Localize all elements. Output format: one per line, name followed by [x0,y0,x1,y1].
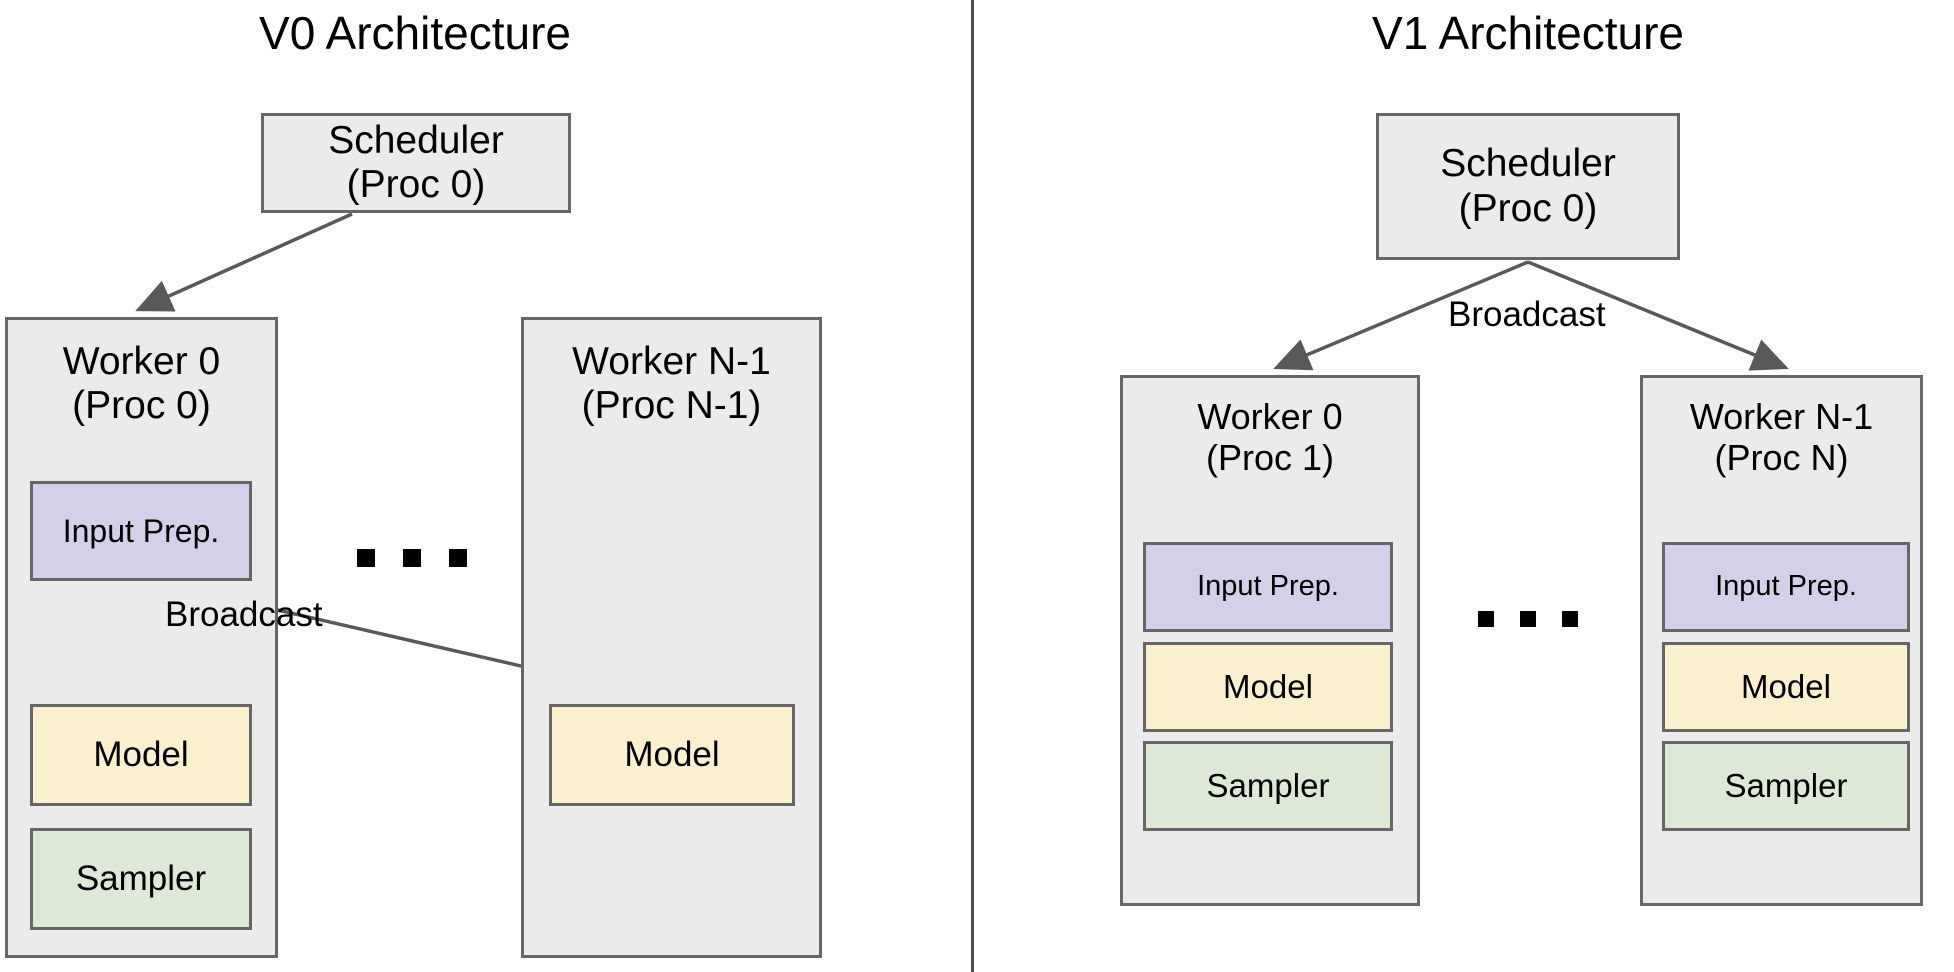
v0-ellipsis [357,548,467,568]
v0-worker-0-input-prep-box[interactable]: Input Prep. [30,481,252,581]
v1-scheduler-line2: (Proc 0) [1458,186,1598,230]
v0-worker-0-input-prep-label: Input Prep. [62,512,220,549]
v1-scheduler-line1: Scheduler [1440,142,1616,186]
v0-worker-0-line2: (Proc 0) [72,384,211,428]
v1-worker-0-input-prep-box[interactable]: Input Prep. [1143,542,1393,632]
v0-scheduler-box[interactable]: Scheduler (Proc 0) [261,113,571,213]
v0-broadcast-label: Broadcast [165,595,323,634]
v0-worker-0-sampler-box[interactable]: Sampler [30,828,252,930]
v1-panel-title: V1 Architecture [1372,7,1684,59]
v1-worker-0-sampler-label: Sampler [1206,767,1330,805]
v1-scheduler-box[interactable]: Scheduler (Proc 0) [1376,113,1680,260]
v0-worker-0-model-box[interactable]: Model [30,704,252,806]
v1-worker-n1-input-prep-box[interactable]: Input Prep. [1662,542,1910,632]
v1-worker-n1-model-box[interactable]: Model [1662,642,1910,732]
v0-worker-n1-line2: (Proc N-1) [581,384,762,428]
v0-worker-n1-box[interactable]: Worker N-1 (Proc N-1) [521,317,822,958]
v0-scheduler-line2: (Proc 0) [346,163,486,206]
panel-divider [971,0,974,972]
v0-worker-0-line1: Worker 0 [62,340,221,383]
v1-worker-0-sampler-box[interactable]: Sampler [1143,741,1393,831]
v1-worker-0-model-label: Model [1223,668,1313,706]
v0-panel-title: V0 Architecture [259,7,571,59]
v1-worker-0-line1: Worker 0 [1197,396,1343,437]
v1-worker-n1-input-prep-label: Input Prep. [1715,570,1857,603]
v1-worker-n1-line2: (Proc N) [1714,437,1849,479]
v1-worker-0-model-box[interactable]: Model [1143,642,1393,732]
v1-worker-n1-model-label: Model [1741,668,1831,706]
v1-worker-n1-line1: Worker N-1 [1689,396,1874,437]
v0-worker-n1-model-label: Model [624,735,720,775]
v0-edge-scheduler-to-worker0 [135,212,353,312]
v1-broadcast-label: Broadcast [1448,295,1606,334]
v0-scheduler-line1: Scheduler [328,118,504,162]
v0-worker-0-model-label: Model [93,735,189,775]
v1-worker-n1-sampler-label: Sampler [1724,767,1848,805]
v0-worker-0-sampler-label: Sampler [75,859,207,899]
v1-worker-n1-sampler-box[interactable]: Sampler [1662,741,1910,831]
v0-worker-n1-line1: Worker N-1 [572,340,771,383]
v1-ellipsis [1478,610,1578,628]
v1-worker-0-input-prep-label: Input Prep. [1197,570,1339,603]
v0-worker-n1-model-box[interactable]: Model [549,704,795,806]
v1-worker-0-line2: (Proc 1) [1205,437,1335,479]
